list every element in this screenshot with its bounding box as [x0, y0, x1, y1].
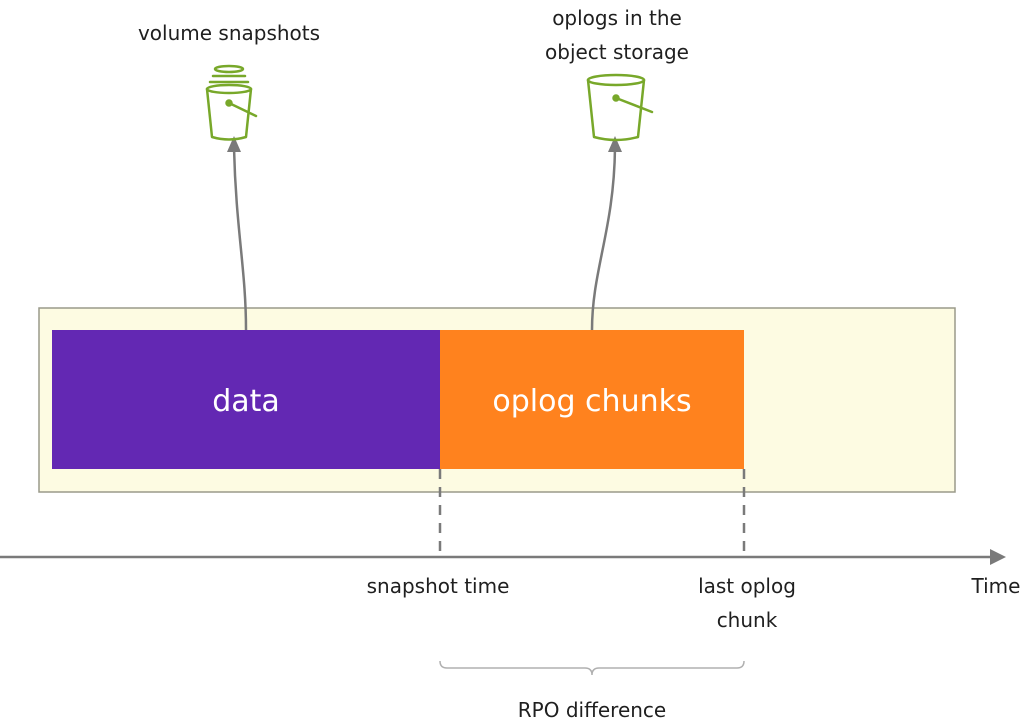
oplog-arrowhead	[608, 136, 622, 152]
oplog-upload-arrow	[590, 147, 617, 331]
rpo-brace	[439, 660, 745, 676]
snapshot-time-label: snapshot time	[367, 574, 510, 598]
snapshot-arrowhead	[227, 136, 241, 152]
volume-snapshots-label: volume snapshots	[138, 21, 320, 45]
oplogs-label-line1: oplogs in the	[552, 6, 682, 30]
oplogs-label-line2: object storage	[545, 40, 689, 64]
snapshot-upload-arrow	[232, 147, 248, 331]
data-block-label: data	[212, 384, 280, 419]
time-axis-arrowhead	[990, 549, 1006, 565]
last-oplog-label-line1: last oplog	[698, 574, 796, 598]
last-oplog-label-line2: chunk	[717, 608, 778, 632]
stacked-bucket-icon	[205, 64, 258, 141]
oplog-chunks-label: oplog chunks	[492, 384, 691, 419]
data-block	[52, 330, 440, 469]
rpo-difference-label: RPO difference	[518, 698, 666, 722]
bucket-icon	[586, 73, 654, 142]
oplog-chunks-block	[440, 330, 744, 469]
time-label: Time	[971, 574, 1021, 598]
